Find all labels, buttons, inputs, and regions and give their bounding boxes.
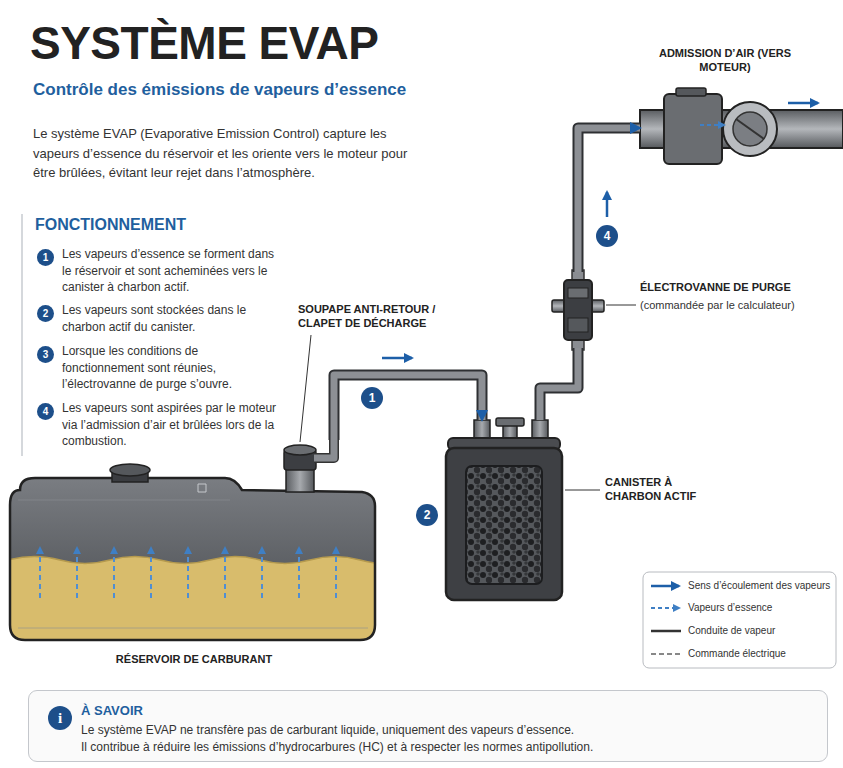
legend-text: Sens d’écoulement des vapeurs (688, 580, 830, 591)
flow-arrow (788, 102, 818, 105)
part-label: RÉSERVOIR DE CARBURANT (8, 652, 380, 666)
info-box: À SAVOIR Le système EVAP ne transfère pas… (28, 690, 828, 762)
pipe-outline (540, 348, 578, 420)
callout-number: 4 (596, 225, 618, 247)
vapour-arrow (335, 548, 337, 598)
fuel (8, 557, 410, 651)
step-number: 2 (37, 305, 54, 322)
solenoid-coil (568, 288, 588, 298)
air-intake (640, 88, 843, 164)
pipe-outline (334, 375, 482, 440)
vapour-arrow (187, 548, 189, 598)
leader-line (606, 305, 636, 306)
part-label: ÉLECTROVANNE DE PURGE (640, 280, 830, 294)
canister-body (446, 448, 562, 600)
legend-sample (651, 585, 679, 588)
step-text: Les vapeurs sont stockées dans le charbo… (62, 302, 277, 335)
vapour-arrow (261, 548, 263, 598)
tank-outline (10, 478, 375, 640)
activated-charcoal (466, 466, 542, 584)
throttle-shaft (736, 119, 764, 139)
legend-sample (651, 630, 681, 633)
step-number: 3 (37, 346, 54, 363)
intro-text: Le système EVAP (Evaporative Emission Co… (33, 124, 418, 183)
part-label: CANISTER À CHARBON ACTIF (605, 475, 705, 504)
fuel-surface (8, 557, 410, 564)
pipe-stub (314, 438, 334, 458)
valve-base (286, 468, 314, 492)
part-note: (commandée par le calculateur) (640, 298, 830, 312)
tank-mark (198, 484, 206, 492)
info-heading: À SAVOIR (81, 703, 143, 718)
canister-port (496, 418, 524, 426)
legend-frame (643, 572, 836, 668)
purge-valve (552, 270, 604, 350)
callout-number: 1 (361, 387, 383, 409)
vapour-arrow (298, 548, 300, 598)
legend-sample (651, 607, 679, 609)
vapour-flow (700, 124, 724, 126)
legend-text: Conduite de vapeur (688, 625, 775, 636)
purge-valve-node: ÉLECTROVANNE DE PURGE (commandée par le c… (555, 272, 837, 348)
part-label: ADMISSION D’AIR (VERS MOTEUR) (650, 46, 800, 75)
legend-text: Vapeurs d’essence (688, 602, 772, 613)
subtitle: Contrôle des émissions de vapeurs d’esse… (33, 80, 406, 100)
fuel-tank (8, 438, 410, 650)
section-heading: FONCTIONNEMENT (35, 216, 186, 234)
valve-top (284, 445, 316, 455)
callout-number: 2 (416, 504, 438, 526)
filler-cap (110, 464, 150, 476)
legend-sample (651, 653, 681, 655)
leader-line (300, 335, 311, 442)
fuel-tank-node: RÉSERVOIR DE CARBURANT (8, 440, 380, 675)
part-label: SOUPAPE ANTI-RETOUR / CLAPET DE DÉCHARGE (298, 302, 453, 331)
flow-arrow (606, 192, 609, 217)
air-intake-node: ADMISSION D’AIR (VERS MOTEUR) (640, 40, 840, 170)
vapour-arrow (76, 548, 78, 598)
throttle-body (664, 94, 722, 164)
canister (446, 418, 562, 600)
section-rule (21, 214, 23, 456)
step-number: 4 (37, 403, 54, 420)
solenoid-seat (568, 318, 588, 332)
vapour-arrow (224, 548, 226, 598)
step-text: Les vapeurs sont aspirées par le moteur … (62, 400, 277, 450)
info-icon: i (48, 706, 72, 730)
vapour-pipe (540, 348, 578, 420)
page-title: SYSTÈME EVAP (30, 20, 378, 66)
pipe-outline (578, 128, 640, 272)
flow-arrow (382, 357, 412, 360)
step-number: 1 (37, 249, 54, 266)
solenoid-body (564, 280, 592, 340)
vapour-arrow (150, 548, 152, 598)
fuel-liquid (8, 557, 410, 651)
step-text: Les vapeurs d’essence se forment dans le… (62, 246, 277, 296)
throttle-flange (723, 102, 777, 156)
vapour-pipe (334, 375, 482, 440)
tank-seam (18, 500, 368, 628)
vapour-arrow (39, 548, 41, 598)
throttle-plate (733, 112, 767, 146)
info-text: Le système EVAP ne transfère pas de carb… (81, 723, 574, 737)
vapour-arrow (113, 548, 115, 598)
leader-line (565, 490, 600, 491)
throttle-cap (676, 88, 706, 96)
vapour-arrows (40, 548, 336, 598)
legend-text: Commande électrique (688, 648, 786, 659)
pipe-stub (314, 438, 334, 458)
canister-node: CANISTER À CHARBON ACTIF (440, 420, 708, 605)
step-text: Lorsque les conditions de fonctionnement… (62, 343, 277, 393)
info-text: Il contribue à réduire les émissions d’h… (81, 740, 593, 754)
vapour-pipe (578, 128, 640, 272)
